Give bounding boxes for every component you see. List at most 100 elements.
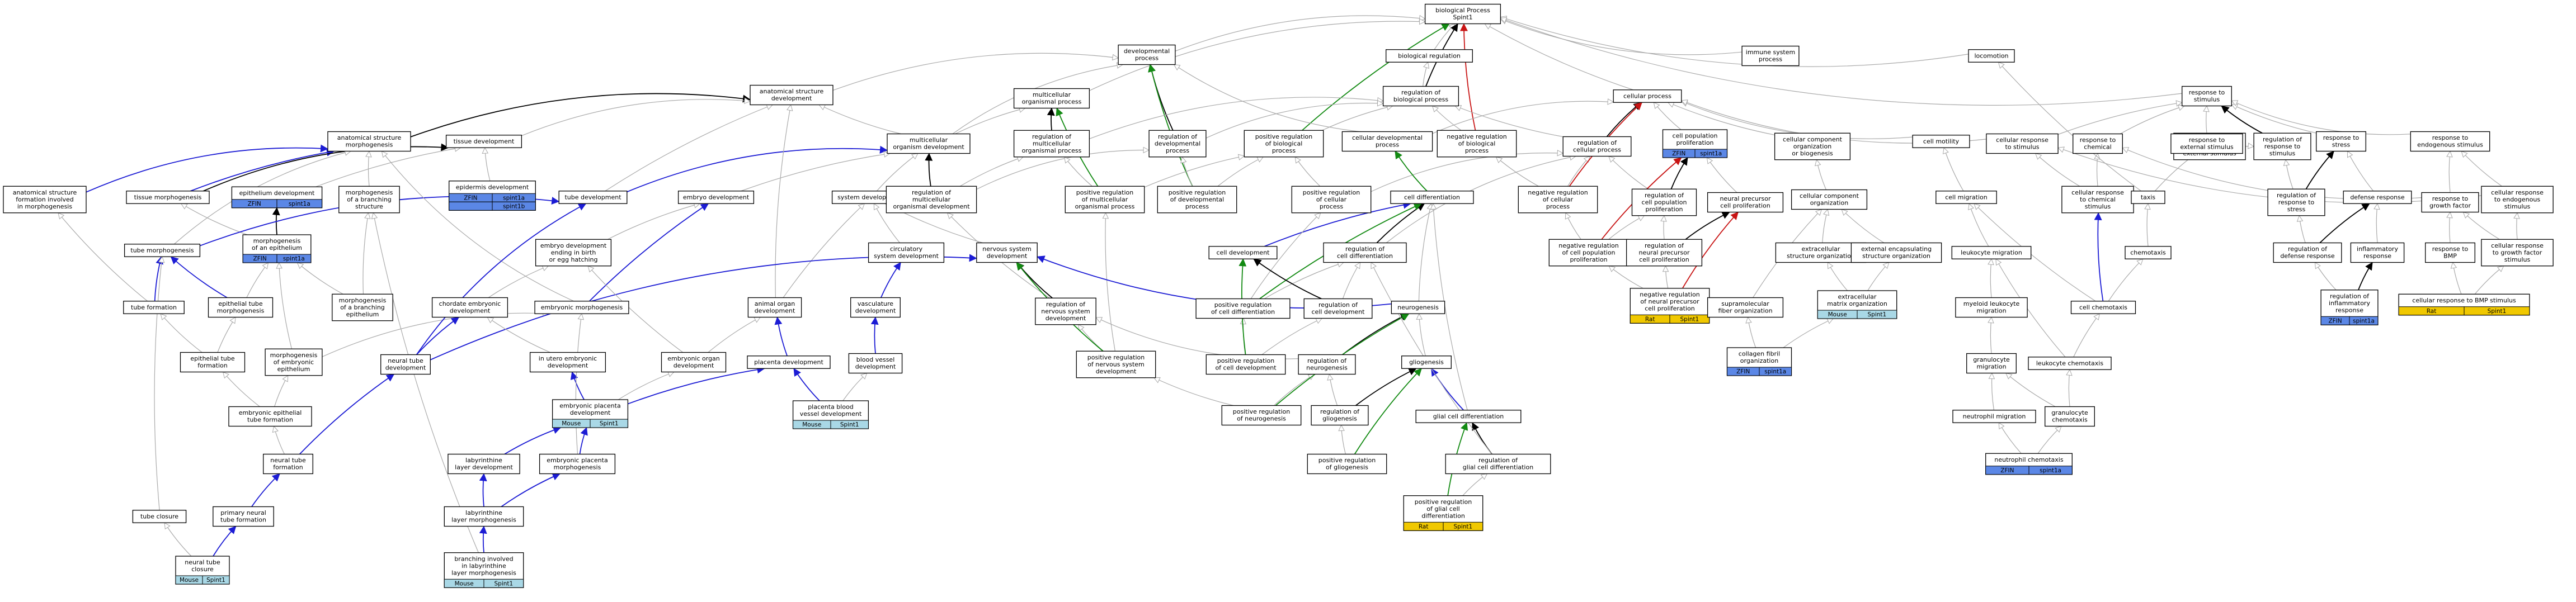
go-term-defresp[interactable]: defense response: [2343, 191, 2412, 204]
go-term-neurogenesis[interactable]: neurogenesis: [1391, 301, 1445, 314]
go-term-chemotaxis[interactable]: chemotaxis: [2125, 246, 2172, 259]
go-term-embryodev[interactable]: embryo development: [677, 191, 755, 204]
go-term-cellproc[interactable]: cellular process: [1613, 89, 1682, 103]
go-term-glialcelldiff[interactable]: glial cell differentiation: [1415, 410, 1522, 423]
go-term-cellmotility[interactable]: cell motility: [1912, 135, 1970, 148]
go-term-gliogenesis[interactable]: gliogenesis: [1401, 355, 1452, 369]
go-term-leukchemotaxis[interactable]: leukocyte chemotaxis: [2028, 357, 2112, 370]
go-term-tissuemorph[interactable]: tissue morphogenesis: [126, 191, 210, 204]
go-term-tissuedev[interactable]: tissue development: [445, 135, 522, 148]
go-term-tubeform[interactable]: tube formation: [123, 301, 185, 314]
go-term-tubeclosure[interactable]: tube closure: [132, 510, 187, 523]
go-term-embmorph[interactable]: embryonic morphogenesis: [534, 301, 629, 314]
go-term-tubemorph[interactable]: tube morphogenesis: [124, 244, 201, 257]
go-term-leukmig[interactable]: leukocyte migration: [1951, 246, 2032, 259]
go-term-taxis[interactable]: taxis: [2131, 191, 2165, 204]
go-term-locomotion[interactable]: locomotion: [1968, 49, 2015, 63]
